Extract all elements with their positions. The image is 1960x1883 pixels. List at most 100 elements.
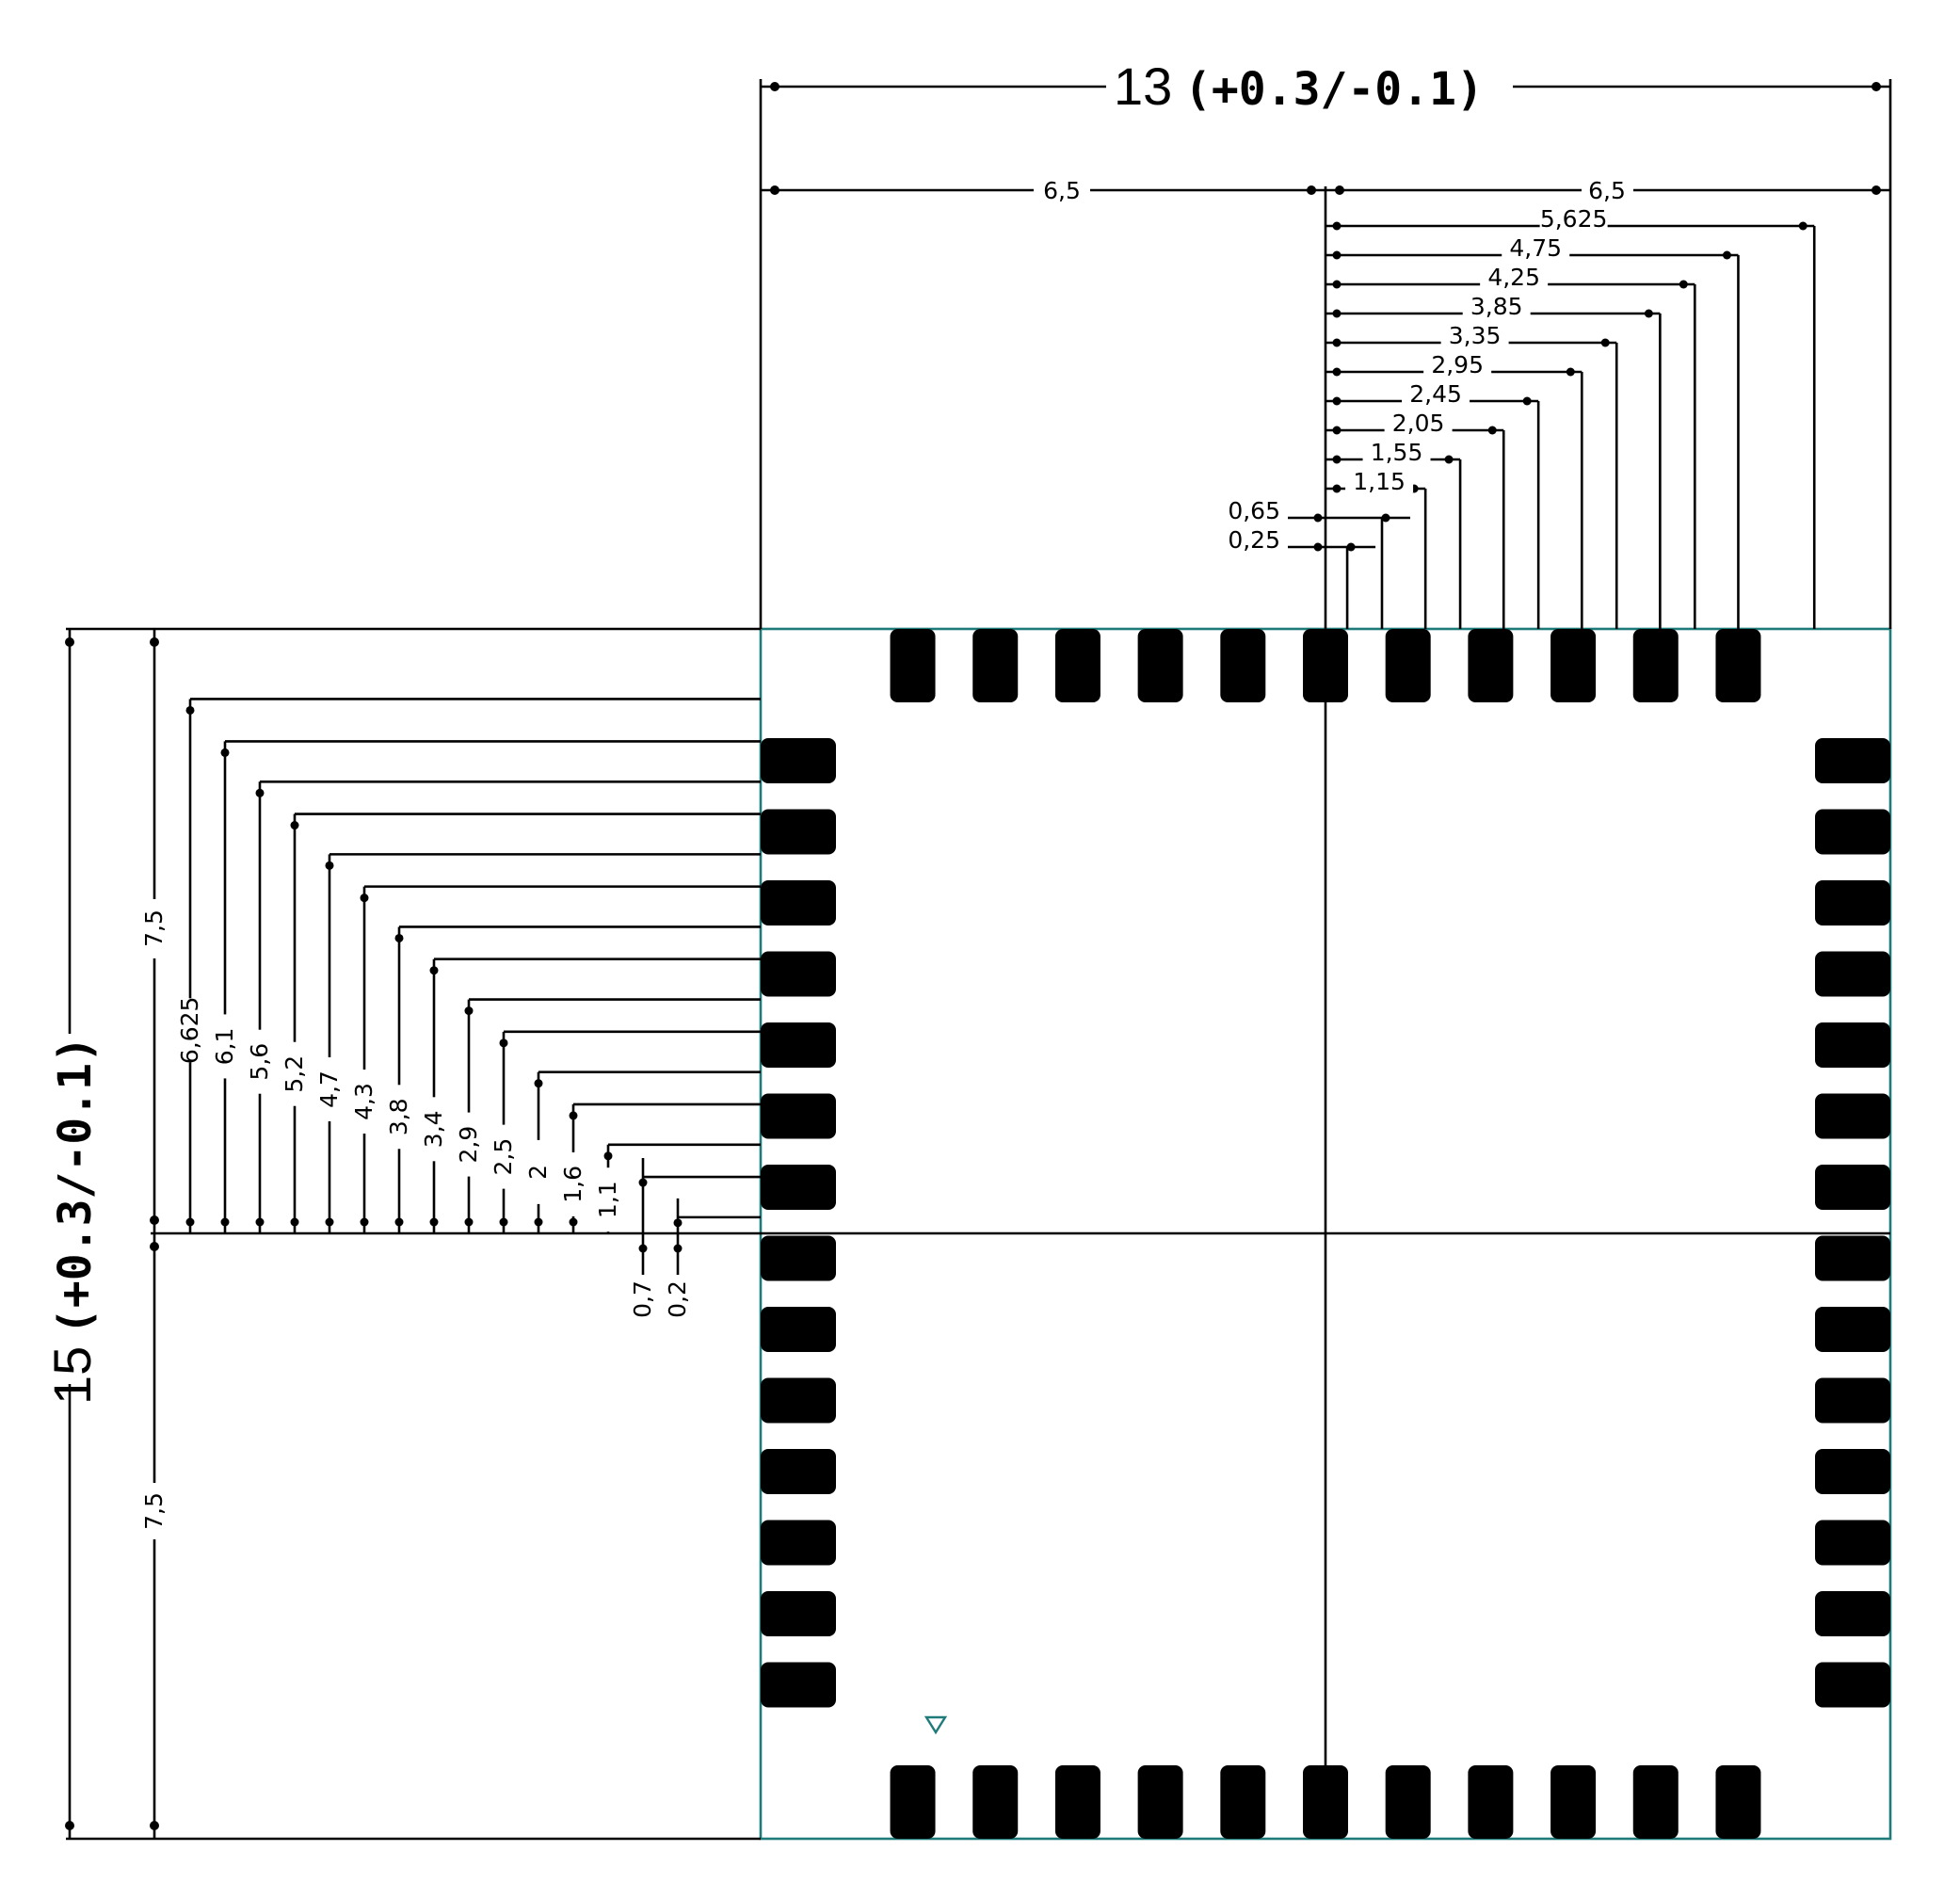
top-offset-label: 0,25 bbox=[1228, 526, 1280, 554]
top-pin-pad bbox=[1054, 629, 1100, 702]
right-pin-pad bbox=[1815, 951, 1890, 997]
top-offset-dimension: 1,15 bbox=[1325, 468, 1427, 629]
left-offset-dimension: 6,1 bbox=[211, 740, 761, 1233]
overall-width-tolerance: (+0.3/-0.1) bbox=[1184, 63, 1484, 116]
left-offset-label: 1,1 bbox=[594, 1181, 621, 1218]
bottom-pin-pad bbox=[1550, 1765, 1597, 1839]
left-offset-dimension: 2,9 bbox=[455, 998, 761, 1233]
overall-width-dimension: 13 (+0.3/-0.1) bbox=[759, 56, 1892, 629]
top-pin-offset-dimensions: 5,6254,754,253,853,352,952,452,051,551,1… bbox=[1228, 205, 1816, 629]
left-offset-label: 6,625 bbox=[176, 997, 203, 1065]
bottom-pin-pad bbox=[1385, 1765, 1431, 1839]
top-offset-label: 1,15 bbox=[1353, 468, 1406, 495]
right-pin-pad bbox=[1815, 1022, 1890, 1068]
top-offset-dimension: 3,85 bbox=[1325, 293, 1662, 629]
overall-width-value: 13 bbox=[1114, 56, 1172, 116]
left-offset-dimension: 2 bbox=[524, 1070, 761, 1233]
pin1-triangle-marker bbox=[924, 1715, 948, 1735]
left-offset-label: 4,3 bbox=[350, 1083, 378, 1120]
top-offset-label: 1,55 bbox=[1371, 439, 1423, 466]
top-pin-pad bbox=[1137, 629, 1183, 702]
top-offset-dimension: 0,25 bbox=[1228, 526, 1376, 629]
left-pin-pad bbox=[761, 1093, 836, 1139]
top-offset-label: 2,95 bbox=[1431, 351, 1484, 378]
right-pin-pad bbox=[1815, 1235, 1890, 1281]
top-offset-label: 2,45 bbox=[1409, 380, 1462, 408]
right-pin-pad bbox=[1815, 1662, 1890, 1708]
top-offset-dimension: 2,05 bbox=[1325, 410, 1505, 629]
left-pin-pad bbox=[761, 1377, 836, 1424]
left-offset-dimension: 5,6 bbox=[246, 780, 761, 1233]
left-offset-dimension: 6,625 bbox=[176, 698, 761, 1233]
left-offset-label: 2 bbox=[524, 1165, 552, 1180]
overall-height-tolerance: (+0.3/-0.1) bbox=[49, 1036, 102, 1335]
left-offset-label: 5,6 bbox=[246, 1043, 273, 1081]
top-pin-pad bbox=[1468, 629, 1514, 702]
left-offset-label: 4,7 bbox=[315, 1070, 343, 1108]
left-offset-label: 2,5 bbox=[490, 1138, 517, 1176]
pin-pads bbox=[761, 629, 1890, 1839]
right-pin-pad bbox=[1815, 738, 1890, 783]
right-pin-pad bbox=[1815, 1165, 1890, 1210]
left-offset-dimension: 4,7 bbox=[315, 853, 761, 1233]
left-offset-dimension: 5,2 bbox=[281, 813, 761, 1233]
left-pin-pad bbox=[761, 738, 836, 783]
right-pin-pad bbox=[1815, 1377, 1890, 1424]
top-offset-dimension: 5,625 bbox=[1325, 205, 1816, 629]
top-offset-label: 0,65 bbox=[1228, 497, 1280, 524]
left-offset-dimension: 0,7 bbox=[629, 1158, 761, 1326]
top-offset-dimension: 2,95 bbox=[1325, 351, 1583, 629]
left-pin-pad bbox=[761, 1022, 836, 1068]
top-pin-pad bbox=[972, 629, 1019, 702]
bottom-pin-pad bbox=[972, 1765, 1019, 1839]
top-pin-pad bbox=[1550, 629, 1597, 702]
left-pin-pad bbox=[761, 880, 836, 925]
half-height-top-label: 7,5 bbox=[140, 909, 168, 947]
right-pin-pad bbox=[1815, 1591, 1890, 1636]
left-offset-dimension: 4,3 bbox=[350, 885, 761, 1233]
top-offset-dimension: 1,55 bbox=[1325, 439, 1462, 629]
bottom-pin-pad bbox=[1632, 1765, 1679, 1839]
top-offset-label: 3,35 bbox=[1449, 322, 1502, 349]
overall-height-value: 15 bbox=[42, 1346, 102, 1405]
half-width-right-label: 6,5 bbox=[1588, 177, 1626, 204]
top-offset-label: 2,05 bbox=[1392, 410, 1445, 437]
left-offset-label: 3,8 bbox=[385, 1098, 412, 1135]
half-width-dimensions: 6,5 6,5 bbox=[761, 177, 1890, 204]
left-pin-pad bbox=[761, 809, 836, 855]
left-offset-label: 6,1 bbox=[211, 1028, 238, 1066]
right-pin-pad bbox=[1815, 809, 1890, 855]
left-pin-pad bbox=[761, 1520, 836, 1566]
left-offset-label: 2,9 bbox=[455, 1126, 482, 1164]
top-pin-pad bbox=[1632, 629, 1679, 702]
top-offset-label: 4,75 bbox=[1509, 234, 1562, 262]
bottom-pin-pad bbox=[1220, 1765, 1266, 1839]
left-pin-pad bbox=[761, 1165, 836, 1210]
right-pin-pad bbox=[1815, 1093, 1890, 1139]
top-offset-dimension: 4,75 bbox=[1325, 234, 1740, 629]
half-height-dimensions: 7,5 7,5 bbox=[140, 629, 168, 1839]
left-offset-dimension: 2,5 bbox=[490, 1030, 761, 1233]
right-pin-pad bbox=[1815, 1449, 1890, 1494]
top-offset-dimension: 3,35 bbox=[1325, 322, 1618, 629]
top-pin-pad bbox=[890, 629, 936, 702]
overall-height-dimension: 15 (+0.3/-0.1) bbox=[42, 627, 761, 1841]
left-offset-label: 3,4 bbox=[420, 1110, 447, 1148]
top-offset-label: 5,625 bbox=[1540, 205, 1608, 233]
top-offset-dimension: 2,45 bbox=[1325, 380, 1540, 629]
top-pin-pad bbox=[1715, 629, 1761, 702]
bottom-pin-pad bbox=[1137, 1765, 1183, 1839]
top-offset-dimension: 4,25 bbox=[1325, 264, 1696, 629]
top-pin-pad bbox=[1220, 629, 1266, 702]
bottom-pin-pad bbox=[1715, 1765, 1761, 1839]
left-offset-label: 5,2 bbox=[281, 1055, 308, 1093]
right-pin-pad bbox=[1815, 1520, 1890, 1566]
top-offset-dimension: 0,65 bbox=[1228, 497, 1410, 629]
top-offset-label: 3,85 bbox=[1470, 293, 1523, 320]
left-pin-pad bbox=[761, 1449, 836, 1494]
left-pin-pad bbox=[761, 1235, 836, 1281]
bottom-pin-pad bbox=[890, 1765, 936, 1839]
left-offset-dimension: 1,1 bbox=[594, 1143, 761, 1233]
left-offset-label: 0,7 bbox=[629, 1280, 656, 1318]
left-pin-pad bbox=[761, 1662, 836, 1708]
